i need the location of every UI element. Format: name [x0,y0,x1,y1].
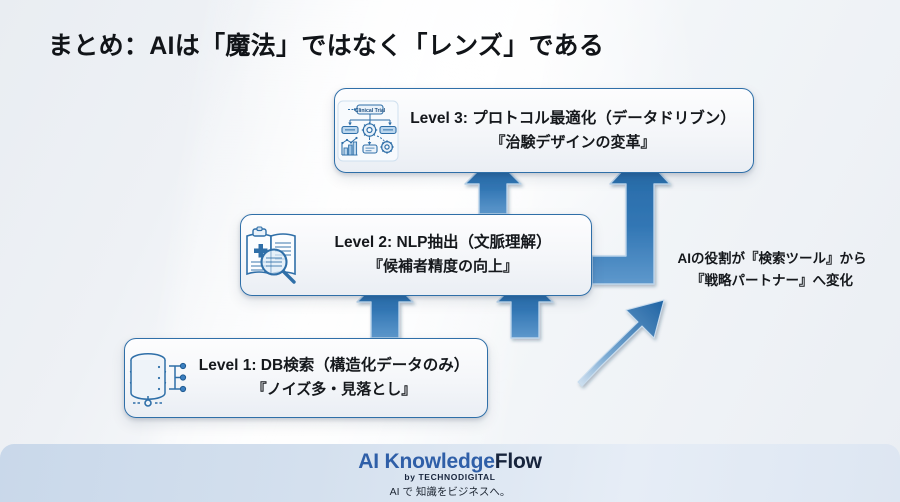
svg-text:Clinical Trial: Clinical Trial [355,108,386,114]
note-line1: AIの役割が『検索ツール』から [677,251,867,266]
level-1-line1: Level 1: DB検索（構造化データのみ） [198,357,470,375]
level-1-text: Level 1: DB検索（構造化データのみ） 『ノイズ多・見落とし』 [189,354,487,401]
database-icon [125,347,189,409]
brand-byline: by TECHNODIGITAL [404,472,496,482]
brand-tagline: AI で 知識をビジネスへ。 [389,486,511,498]
protocol-flowchart-icon: Clinical Trial [335,98,401,164]
level-3-line1: Level 3: プロトコル最適化（データドリブン） [410,109,736,127]
note-line2: 『戦略パートナー』へ変化 [691,273,853,289]
brand-logo-primary: AI Knowledge [358,450,495,473]
level-1-box[interactable]: Level 1: DB検索（構造化データのみ） 『ノイズ多・見落とし』 [124,338,488,418]
level-3-line2: 『治験デザインの変革』 [490,133,656,151]
level-2-text: Level 2: NLP抽出（文脈理解） 『候補者精度の向上』 [303,231,591,278]
medical-document-magnifier-icon [241,224,303,286]
level-2-line2: 『候補者精度の向上』 [367,258,518,276]
page-title: まとめ：AIは「魔法」ではなく「レンズ」である [48,32,605,60]
arrow-diagonal-growth [577,299,665,387]
level-3-text: Level 3: プロトコル最適化（データドリブン） 『治験デザインの変革』 [401,107,753,154]
brand-logo-secondary: Flow [494,450,542,473]
transformation-note: AIの役割が『検索ツール』から 『戦略パートナー』へ変化 [652,248,892,293]
level-1-line2: 『ノイズ多・見落とし』 [251,381,417,399]
level-2-line1: Level 2: NLP抽出（文脈理解） [334,234,552,252]
level-3-box[interactable]: Clinical Trial [334,88,754,173]
level-2-box[interactable]: Level 2: NLP抽出（文脈理解） 『候補者精度の向上』 [240,214,592,296]
footer-band: AI KnowledgeFlow by TECHNODIGITAL AI で 知… [0,444,900,502]
brand-logo: AI KnowledgeFlow [0,450,900,474]
